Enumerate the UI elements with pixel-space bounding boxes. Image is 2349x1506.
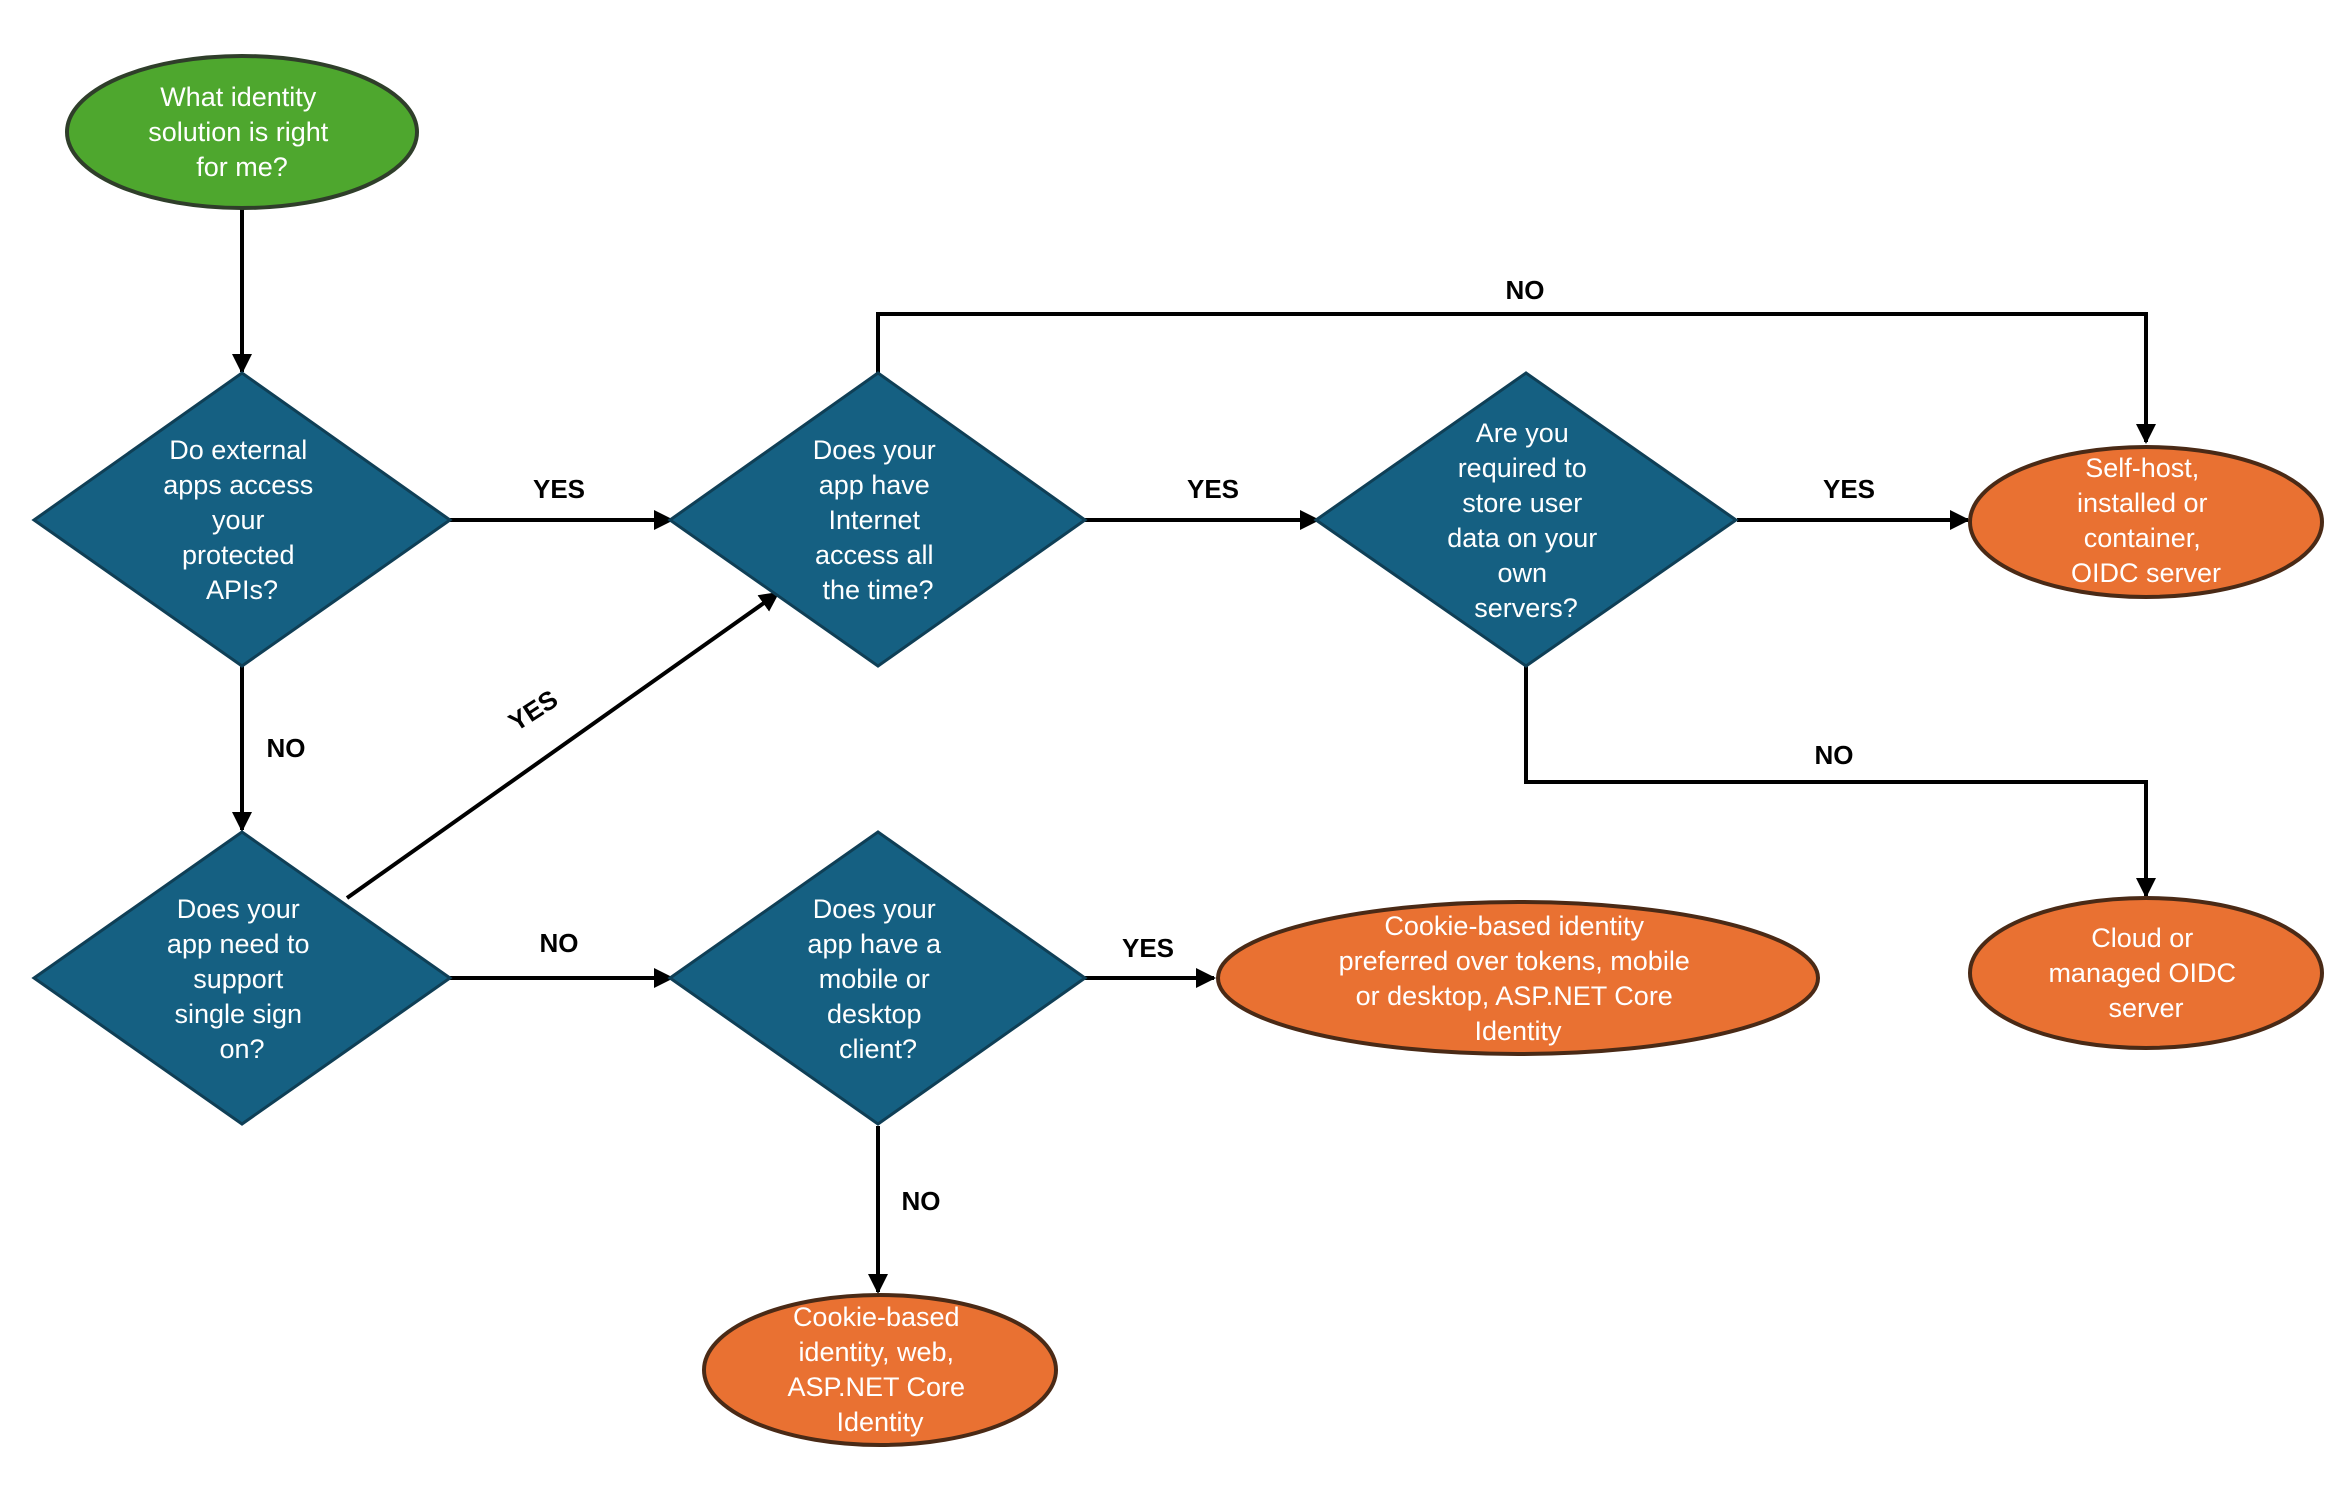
decision-store-user-data: Are you required to store user data on y… [1313,371,1739,668]
decision-store-user-data-diamond [1313,371,1739,668]
decision-external-apis: Do external apps access your protected A… [31,371,453,668]
outcome-cookie-preferred-ellipse [1216,900,1820,1056]
decision-mobile-desktop: Does your app have a mobile or desktop c… [667,830,1088,1126]
outcome-cookie-web-text: Cookie-based identity, web, ASP.NET Core… [787,1302,972,1437]
decision-single-sign-on: Does your app need to support single sig… [31,830,453,1126]
decision-internet-access-diamond [667,371,1088,668]
edge-labels: YES NO YES NO YES NO YES NO YES NO [267,275,1876,1216]
outcome-self-host: Self-host, installed or container, OIDC … [1968,445,2324,599]
outcome-cloud-managed: Cloud or managed OIDC server [1968,896,2324,1050]
outcome-cookie-web: Cookie-based identity, web, ASP.NET Core… [702,1293,1058,1447]
label-store-yes: YES [1823,474,1875,504]
label-mobile-no: NO [902,1186,941,1216]
label-sso-yes: YES [503,684,563,737]
decision-store-user-data-text: Are you required to store user data on y… [1447,418,1605,623]
decision-mobile-desktop-diamond [667,830,1088,1126]
outcome-cookie-web-ellipse [702,1293,1058,1447]
decision-single-sign-on-diamond [31,830,453,1126]
label-store-no: NO [1815,740,1854,770]
edge-internet-no [876,312,2156,444]
outcome-cookie-preferred-text: Cookie-based identity preferred over tok… [1339,911,1698,1046]
label-external-no: NO [267,733,306,763]
outcome-self-host-ellipse [1968,445,2324,599]
label-internet-yes: YES [1187,474,1239,504]
decision-mobile-desktop-text: Does your app have a mobile or desktop c… [807,894,948,1064]
edge-sso-yes [345,591,780,900]
label-sso-no: NO [540,928,579,958]
decision-external-apis-text: Do external apps access your protected A… [163,435,321,605]
decision-internet-access: Does your app have Internet access all t… [667,371,1088,668]
outcome-cookie-preferred: Cookie-based identity preferred over tok… [1216,900,1820,1056]
decision-single-sign-on-text: Does your app need to support single sig… [167,894,317,1064]
start-ellipse [65,54,419,210]
start-node: What identity solution is right for me? [65,54,419,210]
start-text: What identity solution is right for me? [148,82,336,182]
label-internet-no: NO [1506,275,1545,305]
outcome-self-host-text: Self-host, installed or container, OIDC … [2071,453,2221,588]
outcome-cloud-managed-text: Cloud or managed OIDC server [2048,923,2243,1023]
outcome-cloud-managed-ellipse [1968,896,2324,1050]
decision-internet-access-text: Does your app have Internet access all t… [813,435,944,605]
label-mobile-yes: YES [1122,933,1174,963]
edge-store-data-no [1524,666,2156,898]
label-external-yes: YES [533,474,585,504]
connectors [232,208,2156,1294]
decision-external-apis-diamond [31,371,453,668]
